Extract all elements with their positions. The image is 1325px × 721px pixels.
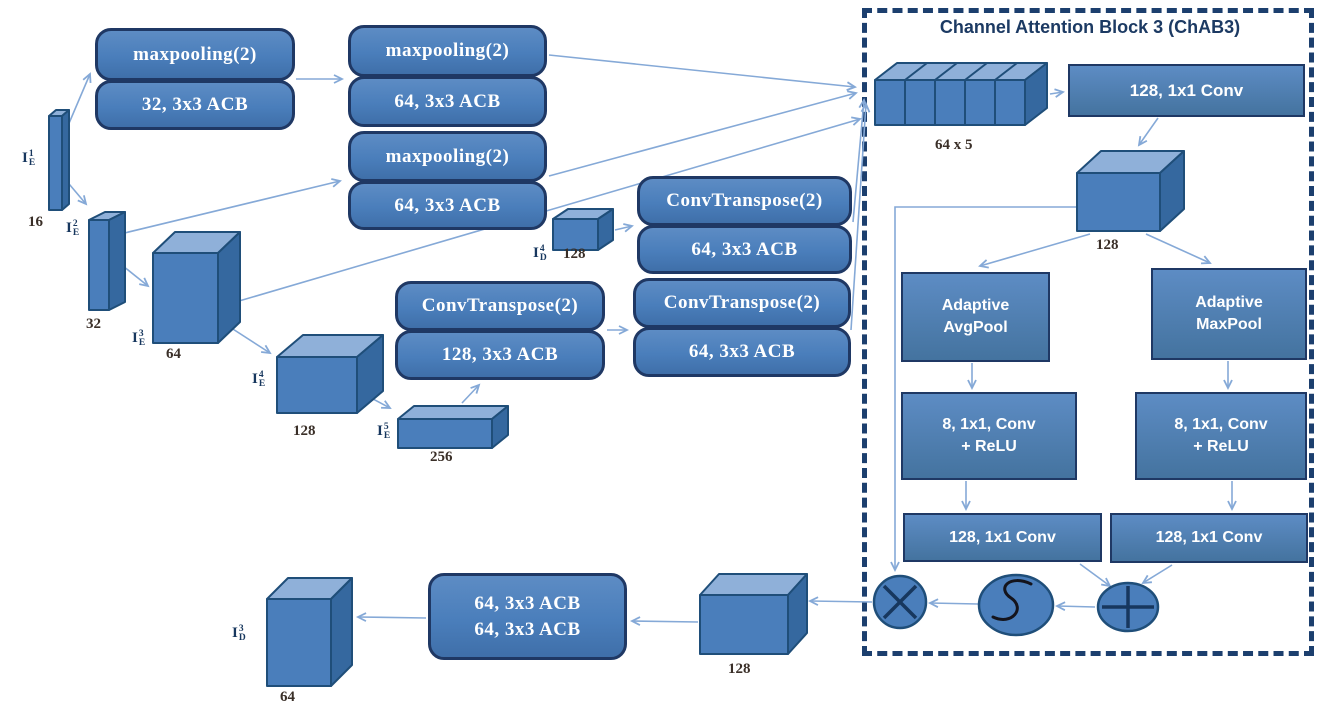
block-output-acb: 64, 3x3 ACB 64, 3x3 ACB bbox=[428, 573, 627, 660]
arrow-concat-conv bbox=[1049, 88, 1065, 98]
tensor-cube-chab128 bbox=[1076, 150, 1185, 232]
block-ct64b-transpose: ConvTranspose(2) bbox=[633, 278, 851, 328]
dim-concat: 64 x 5 bbox=[935, 137, 973, 153]
arrow-add-sigmoid bbox=[1054, 601, 1096, 612]
block-maxpool2-acb: 64, 3x3 ACB bbox=[348, 76, 547, 127]
dim-id3: 64 bbox=[280, 689, 295, 705]
dim-chab-cube: 128 bbox=[1096, 237, 1119, 253]
tensor-cube-ie2 bbox=[88, 211, 126, 311]
block-maxpool2-pool: maxpooling(2) bbox=[348, 25, 547, 77]
dim-out-cube: 128 bbox=[728, 661, 751, 677]
add-icon bbox=[1096, 581, 1160, 633]
arrow-exciteR-add bbox=[1141, 564, 1173, 585]
skip-connection-cube-multiply bbox=[890, 206, 1077, 573]
tensor-cube-ie5 bbox=[397, 405, 509, 449]
arrow-multiply-outcube bbox=[807, 596, 873, 606]
block-maxpool1-acb: 32, 3x3 ACB bbox=[95, 80, 295, 130]
concat-stack-64x5 bbox=[874, 62, 1048, 126]
arrow-ct64a-concat bbox=[852, 97, 869, 223]
tensor-cube-ie4 bbox=[276, 334, 384, 414]
flow-arrows bbox=[63, 54, 1237, 626]
arrow-exciteL-add bbox=[1079, 563, 1112, 588]
dim-ie4: 128 bbox=[293, 423, 316, 439]
block-ct128-transpose: ConvTranspose(2) bbox=[395, 281, 605, 331]
sigmoid-icon bbox=[977, 573, 1055, 637]
dim-ie1: 16 bbox=[28, 214, 43, 230]
arrow-outcube-outblock bbox=[629, 616, 699, 626]
chab3-dashed-container bbox=[862, 8, 1314, 656]
multiply-icon bbox=[872, 574, 928, 630]
block-maxpool1-pool: maxpooling(2) bbox=[95, 28, 295, 81]
arrow-outblock-id3 bbox=[355, 612, 427, 622]
block-ct64a-transpose: ConvTranspose(2) bbox=[637, 176, 852, 226]
chab-conv-in: 128, 1x1 Conv bbox=[1068, 64, 1305, 117]
dim-ie3: 64 bbox=[166, 346, 181, 362]
chab-squeeze-right: 8, 1x1, Conv+ ReLU bbox=[1135, 392, 1307, 480]
chab-squeeze-left: 8, 1x1, Conv+ ReLU bbox=[901, 392, 1077, 480]
block-ct64a-acb: 64, 3x3 ACB bbox=[637, 225, 852, 274]
block-ct128-acb: 128, 3x3 ACB bbox=[395, 330, 605, 380]
block-maxpool3-pool: maxpooling(2) bbox=[348, 131, 547, 182]
tensor-cube-ie1 bbox=[48, 109, 70, 211]
tensor-cube-out128 bbox=[699, 573, 808, 655]
chab-excite-right: 128, 1x1 Conv bbox=[1110, 513, 1308, 563]
arrow-maxpool2-concat bbox=[548, 54, 858, 91]
block-maxpool3-acb: 64, 3x3 ACB bbox=[348, 181, 547, 230]
tensor-cube-ie3 bbox=[152, 231, 241, 344]
tensor-cube-id4 bbox=[552, 208, 614, 251]
dim-ie5: 256 bbox=[430, 449, 453, 465]
arrow-ct64b-concat bbox=[850, 101, 871, 331]
chab3-title: Channel Attention Block 3 (ChAB3) bbox=[939, 17, 1241, 37]
arrow-sigmoid-multiply bbox=[927, 598, 979, 608]
arrow-cube-maxpool bbox=[1145, 233, 1212, 265]
arrow-id4-ct64a bbox=[614, 223, 634, 233]
arrow-ie5-ct128 bbox=[461, 383, 481, 404]
tensor-cube-id3 bbox=[266, 577, 353, 687]
chab-excite-left: 128, 1x1 Conv bbox=[903, 513, 1102, 562]
dim-id4: 128 bbox=[563, 246, 586, 262]
arrow-cube-avgpool bbox=[978, 233, 1091, 269]
block-ct64b-acb: 64, 3x3 ACB bbox=[633, 327, 851, 377]
arrow-ie2-maxpool3 bbox=[111, 178, 342, 237]
dim-ie2: 32 bbox=[86, 316, 101, 332]
arrow-maxpool3-concat bbox=[548, 90, 858, 177]
arrow-conv-cube bbox=[1137, 117, 1159, 147]
